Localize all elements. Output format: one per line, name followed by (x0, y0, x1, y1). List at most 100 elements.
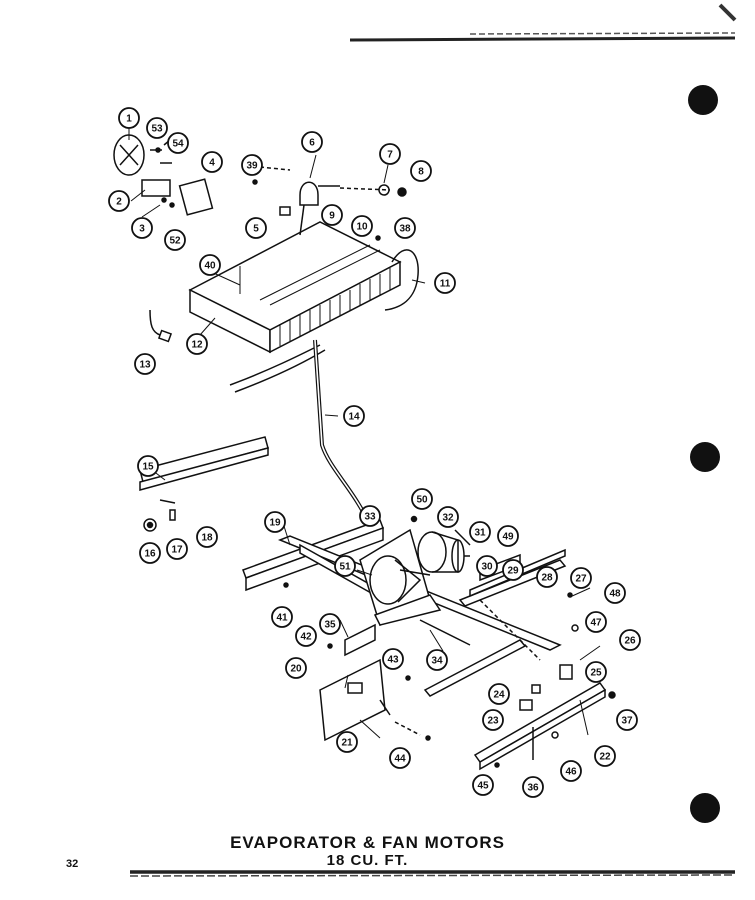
callout-number: 35 (324, 620, 336, 631)
callout-number: 37 (621, 716, 633, 727)
callout-number: 31 (474, 528, 486, 539)
callout-number: 3 (139, 224, 145, 235)
callout-number: 17 (171, 545, 183, 556)
callout-4: 4 (201, 151, 223, 173)
callout-28: 28 (536, 566, 558, 588)
callout-25: 25 (585, 661, 607, 683)
callout-30: 30 (476, 555, 498, 577)
callout-12: 12 (186, 333, 208, 355)
callout-number: 36 (527, 783, 539, 794)
evaporator (188, 221, 419, 393)
callout-number: 23 (487, 716, 499, 727)
callout-number: 22 (599, 752, 611, 763)
channel-15 (139, 436, 269, 532)
thermostat-bracket (259, 166, 407, 236)
callout-number: 12 (191, 340, 203, 351)
callout-50: 50 (411, 488, 433, 510)
callout-number: 47 (590, 618, 602, 629)
callout-number: 8 (418, 167, 424, 178)
callout-number: 2 (116, 197, 122, 208)
callout-number: 19 (269, 518, 281, 529)
callout-48: 48 (604, 582, 626, 604)
page-number: 32 (66, 858, 79, 870)
callout-number: 6 (309, 138, 315, 149)
callout-number: 49 (502, 532, 514, 543)
callout-number: 39 (246, 161, 258, 172)
callout-number: 46 (565, 767, 577, 778)
sensor-wire (149, 309, 161, 336)
callout-number: 44 (394, 754, 406, 765)
callout-23: 23 (482, 709, 504, 731)
callout-54: 54 (167, 132, 189, 154)
callout-19: 19 (264, 511, 286, 533)
callout-number: 54 (172, 139, 184, 150)
callout-number: 1 (126, 114, 132, 125)
callout-number: 52 (169, 236, 181, 247)
callout-number: 7 (387, 150, 393, 161)
callout-33: 33 (359, 505, 381, 527)
callout-40: 40 (199, 254, 221, 276)
callout-number: 32 (442, 513, 454, 524)
callout-46: 46 (560, 760, 582, 782)
diagram-title: EVAPORATOR & FAN MOTORS (230, 833, 505, 852)
callout-number: 21 (341, 738, 353, 749)
callout-17: 17 (166, 538, 188, 560)
diagram-subtitle: 18 CU. FT. (326, 852, 409, 869)
callout-number: 25 (590, 668, 602, 679)
callout-35: 35 (319, 613, 341, 635)
callout-22: 22 (594, 745, 616, 767)
callout-number: 27 (575, 574, 587, 585)
bracket-20-21 (319, 658, 421, 742)
callout-number: 50 (416, 495, 428, 506)
callout-7: 7 (379, 143, 401, 165)
callout-42: 42 (295, 625, 317, 647)
callout-number: 9 (329, 211, 335, 222)
callout-53: 53 (146, 117, 168, 139)
callout-number: 34 (431, 656, 443, 667)
callout-27: 27 (570, 567, 592, 589)
callout-2: 2 (108, 190, 130, 212)
callout-3: 3 (131, 217, 153, 239)
callout-26: 26 (619, 629, 641, 651)
callout-52: 52 (164, 229, 186, 251)
callout-38: 38 (394, 217, 416, 239)
callout-number: 11 (440, 279, 451, 290)
callout-number: 18 (201, 533, 213, 544)
callout-8: 8 (410, 160, 432, 182)
callout-number: 13 (139, 360, 151, 371)
callout-45: 45 (472, 774, 494, 796)
callout-13: 13 (134, 353, 156, 375)
callout-15: 15 (137, 455, 159, 477)
callout-37: 37 (616, 709, 638, 731)
callout-number: 41 (276, 613, 288, 624)
callout-5: 5 (245, 217, 267, 239)
callout-number: 51 (339, 562, 351, 573)
callout-number: 28 (541, 573, 553, 584)
callout-number: 14 (348, 412, 360, 423)
callout-number: 40 (204, 261, 216, 272)
callout-34: 34 (426, 649, 448, 671)
callout-16: 16 (139, 542, 161, 564)
callout-21: 21 (336, 731, 358, 753)
scan-border-bottom (129, 870, 736, 877)
callout-10: 10 (351, 215, 373, 237)
callout-49: 49 (497, 525, 519, 547)
tube (313, 339, 374, 531)
callout-number: 43 (387, 655, 399, 666)
callout-number: 42 (300, 632, 312, 643)
callout-41: 41 (271, 606, 293, 628)
callout-number: 10 (356, 222, 368, 233)
callout-11: 11 (434, 272, 456, 294)
bracket-35 (344, 623, 376, 657)
leader-lines (128, 128, 601, 739)
binder-holes (688, 85, 720, 823)
callout-32: 32 (437, 506, 459, 528)
callout-number: 53 (151, 124, 163, 135)
callout-number: 29 (507, 566, 519, 577)
callout-43: 43 (382, 648, 404, 670)
callout-number: 4 (209, 158, 215, 169)
callout-24: 24 (488, 683, 510, 705)
callout-20: 20 (285, 657, 307, 679)
